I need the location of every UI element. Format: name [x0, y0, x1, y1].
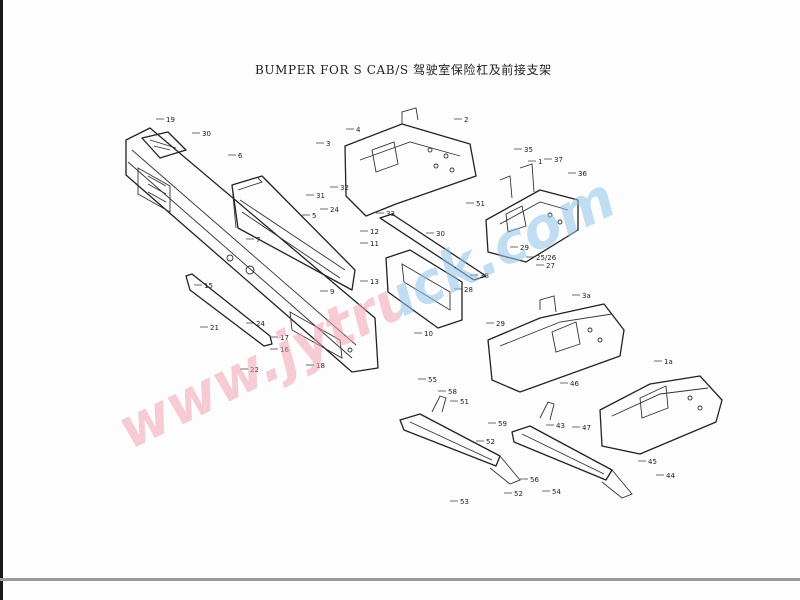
part-bracket-far-right — [599, 375, 723, 455]
part-lower-strap — [185, 273, 273, 347]
part-cab-mount-left — [344, 107, 477, 217]
callout-58: 58 — [448, 388, 457, 396]
callout-37: 37 — [554, 156, 563, 164]
callout-3: 3 — [326, 140, 330, 148]
callout-52a: 52 — [486, 438, 495, 446]
part-bracket-right-upper — [485, 163, 579, 263]
callout-46: 46 — [570, 380, 579, 388]
callout-labels: 19 30 3 4 2 6 31 32 24 33 5 12 11 30 7 13 9 15 21 24 17 16 22 1… — [156, 116, 675, 506]
callout-29b: 29 — [496, 320, 505, 328]
part-inner-panel — [231, 175, 356, 291]
callout-19: 19 — [166, 116, 175, 124]
callout-5: 5 — [312, 212, 316, 220]
callout-9: 9 — [330, 288, 334, 296]
callout-18: 18 — [316, 362, 325, 370]
callout-3b: 3a — [582, 292, 591, 300]
callout-17: 17 — [280, 334, 289, 342]
callout-2: 2 — [464, 116, 468, 124]
callout-15: 15 — [204, 282, 213, 290]
part-step-left — [399, 395, 521, 485]
callout-35: 35 — [524, 146, 533, 154]
callout-16: 16 — [280, 346, 289, 354]
scan-edge-left — [0, 0, 3, 600]
callout-29a: 29 — [520, 244, 529, 252]
callout-44: 44 — [666, 472, 675, 480]
part-step-right — [511, 401, 633, 499]
scan-edge-bottom — [0, 578, 800, 581]
callout-27: 27 — [546, 262, 555, 270]
callout-22: 22 — [250, 366, 259, 374]
callout-4: 4 — [356, 126, 361, 134]
callout-13: 13 — [370, 278, 379, 286]
part-bracket-19 — [141, 131, 187, 159]
callout-1a: 1a — [664, 358, 673, 366]
callout-30a: 30 — [202, 130, 211, 138]
part-cab-mount-right — [487, 295, 625, 393]
diagram-title: BUMPER FOR S CAB/S 驾驶室保险杠及前接支架 — [255, 63, 552, 77]
callout-6: 6 — [238, 152, 243, 160]
watermark-text: www.jytruck.com — [108, 165, 626, 462]
callout-31: 31 — [316, 192, 325, 200]
callout-7: 7 — [256, 236, 260, 244]
callout-56: 56 — [530, 476, 539, 484]
callout-52b: 52 — [514, 490, 523, 498]
callout-47: 47 — [582, 424, 591, 432]
callout-33: 33 — [386, 210, 395, 218]
callout-2526: 25/26 — [536, 254, 557, 262]
callout-53: 53 — [460, 498, 469, 506]
part-rod-30 — [379, 213, 487, 281]
callout-1: 1 — [538, 158, 542, 166]
callout-21: 21 — [210, 324, 219, 332]
callout-45: 45 — [648, 458, 657, 466]
callout-11: 11 — [370, 240, 379, 248]
callout-59: 59 — [498, 420, 507, 428]
callout-36: 36 — [578, 170, 587, 178]
part-center-plate — [385, 249, 463, 329]
callout-28: 28 — [464, 286, 473, 294]
callout-12: 12 — [370, 228, 379, 236]
callout-51b: 51 — [460, 398, 469, 406]
callout-24b: 24 — [256, 320, 265, 328]
callout-24a: 24 — [330, 206, 339, 214]
callout-38: 38 — [480, 272, 489, 280]
callout-51a: 51 — [476, 200, 485, 208]
callout-55: 55 — [428, 376, 437, 384]
callout-10: 10 — [424, 330, 433, 338]
part-front-bumper — [125, 127, 379, 373]
callout-30b: 30 — [436, 230, 445, 238]
callout-32: 32 — [340, 184, 349, 192]
callout-54: 54 — [552, 488, 561, 496]
callout-43: 43 — [556, 422, 565, 430]
